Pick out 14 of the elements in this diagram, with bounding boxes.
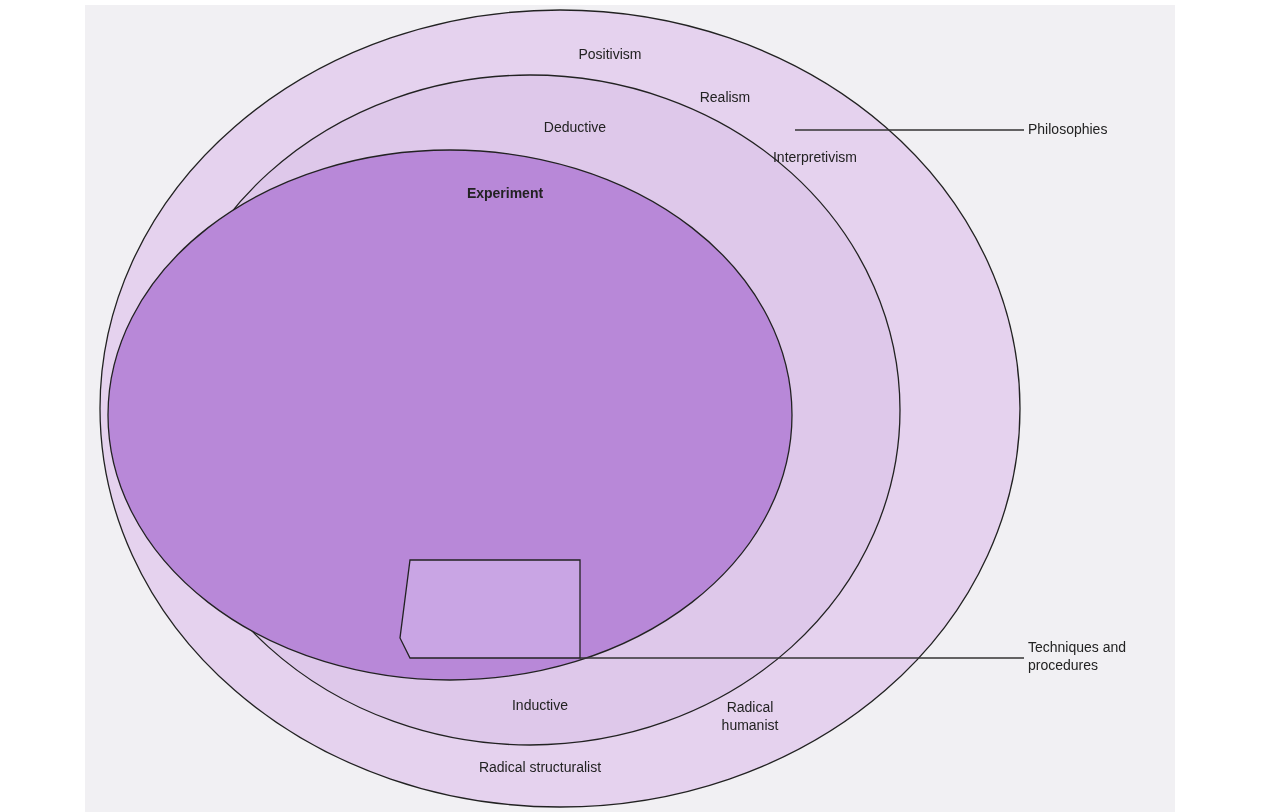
layer-label: Inductive [512,697,568,715]
layer-label: Radical structuralist [478,759,602,777]
layer-label: Interpretivism [773,149,857,167]
leader-line [794,129,1025,131]
onion-layer [100,10,1020,807]
inner-polygon [400,560,580,658]
layer-label: Experiment [466,185,544,203]
leader-line [579,657,1025,659]
layer-label: Radical humanist [720,698,780,734]
side-label: Philosophies [1028,120,1128,140]
layer-label: Positivism [578,46,642,64]
side-label: Techniques and procedures [1028,638,1148,676]
layer-label: Realism [699,89,751,107]
layer-label: Deductive [543,119,607,137]
